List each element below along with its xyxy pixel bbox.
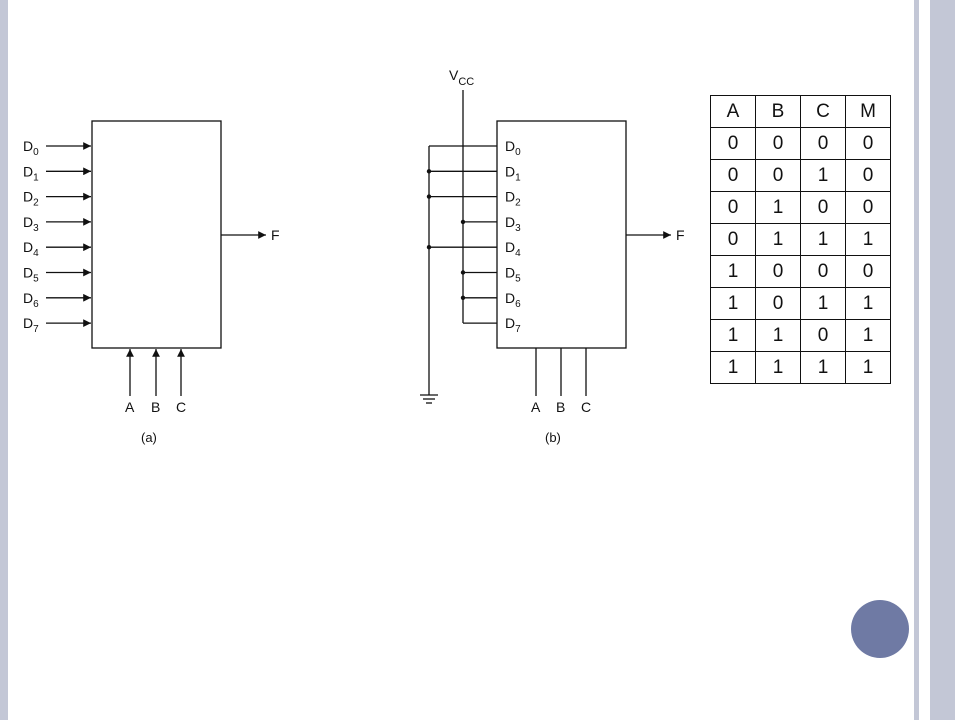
table-cell: 1 [755, 191, 801, 224]
table-cell: 0 [800, 319, 846, 352]
table-cell: 0 [710, 223, 756, 256]
vcc-label: VCC [449, 67, 474, 88]
table-cell: 0 [845, 191, 891, 224]
mux-b-output-label: F [676, 227, 685, 243]
vcc-subscript: CC [458, 76, 474, 88]
table-cell: 0 [755, 159, 801, 192]
mux-a-select-label-a: A [125, 399, 135, 415]
mux-a-select-label-c: C [176, 399, 186, 415]
mux-a-select-label-b: B [151, 399, 160, 415]
table-cell: 0 [710, 191, 756, 224]
table-cell: 1 [755, 319, 801, 352]
table-cell: 0 [755, 255, 801, 288]
mux-a-output-label: F [271, 227, 280, 243]
ground-icon [420, 394, 438, 404]
mux-a-input-label: D1 [23, 163, 39, 183]
table-cell: 1 [845, 351, 891, 384]
mux-b-input-label: D5 [505, 265, 521, 285]
table-cell: 1 [800, 287, 846, 320]
mux-a-input-label: D7 [23, 315, 39, 335]
column-header-m: M [845, 95, 891, 128]
table-cell: 0 [755, 127, 801, 160]
table-cell: 0 [755, 287, 801, 320]
mux-b-input-label: D0 [505, 138, 521, 158]
mux-b-caption: (b) [545, 430, 561, 445]
table-cell: 0 [845, 159, 891, 192]
mux-b-input-label: D3 [505, 214, 521, 234]
table-cell: 0 [845, 127, 891, 160]
slide-frame-right [930, 0, 955, 720]
table-cell: 1 [710, 255, 756, 288]
wire-junction-dot [426, 169, 432, 174]
table-cell: 1 [755, 223, 801, 256]
table-cell: 1 [755, 351, 801, 384]
slide-frame-right-inner [914, 0, 919, 720]
table-cell: 0 [845, 255, 891, 288]
table-cell: 0 [800, 255, 846, 288]
table-cell: 1 [845, 319, 891, 352]
truth-table-header-row: A B C M [710, 95, 891, 128]
mux-a-caption: (a) [141, 430, 157, 445]
mux-a-input-label: D0 [23, 138, 39, 158]
table-cell: 0 [710, 127, 756, 160]
table-cell: 1 [710, 287, 756, 320]
table-cell: 1 [845, 223, 891, 256]
table-cell: 1 [845, 287, 891, 320]
mux-a-input-label: D6 [23, 290, 39, 310]
column-header-c: C [800, 95, 846, 128]
table-cell: 0 [710, 159, 756, 192]
mux-a-input-label: D3 [23, 214, 39, 234]
table-cell: 0 [800, 127, 846, 160]
mux-b-select-label-a: A [531, 399, 541, 415]
slide-nav-circle[interactable] [851, 600, 909, 658]
table-cell: 1 [800, 223, 846, 256]
mux-b-input-label: D1 [505, 163, 521, 183]
table-cell: 1 [800, 159, 846, 192]
mux-b-input-label: D4 [505, 239, 521, 259]
mux-a-input-label: D2 [23, 189, 39, 209]
wire-junction-dot [426, 245, 432, 250]
slide-frame-left [0, 0, 8, 720]
column-header-b: B [755, 95, 801, 128]
mux-b-input-label: D6 [505, 290, 521, 310]
table-cell: 0 [800, 191, 846, 224]
mux-b-input-label: D2 [505, 189, 521, 209]
wire-junction-dot [460, 270, 466, 275]
wire-junction-dot [460, 295, 466, 300]
mux-a-input-label: D5 [23, 265, 39, 285]
mux-b-input-label: D7 [505, 315, 521, 335]
wire-junction-dot [460, 219, 466, 225]
mux-b-select-label-c: C [581, 399, 591, 415]
table-cell: 1 [710, 351, 756, 384]
wire-junction-dot [426, 194, 432, 199]
table-cell: 1 [710, 319, 756, 352]
table-cell: 1 [800, 351, 846, 384]
mux-a-input-label: D4 [23, 239, 39, 259]
mux-a-body [91, 120, 222, 349]
mux-b-select-label-b: B [556, 399, 565, 415]
column-header-a: A [710, 95, 756, 128]
